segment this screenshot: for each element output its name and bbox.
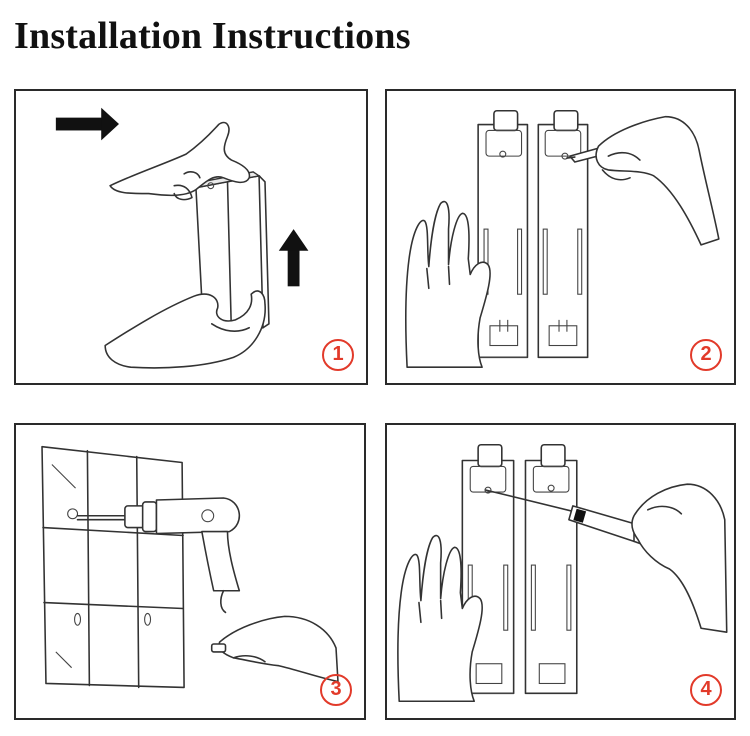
screwdriver-hand (631, 483, 728, 633)
step-4-panel: 4 (385, 423, 736, 720)
right-arrow-icon (55, 107, 119, 141)
anchor-hand (210, 615, 339, 683)
step-3-number-badge: 3 (320, 674, 352, 706)
mounting-plate-right (537, 109, 589, 359)
step-4-number-badge: 4 (690, 674, 722, 706)
wall-anchor-icon (210, 643, 227, 653)
pencil-hand (595, 115, 720, 246)
pressing-hand (397, 534, 483, 703)
step-1-number-badge: 1 (322, 339, 354, 371)
mounting-plate-left (477, 109, 529, 359)
tile-wall (41, 445, 185, 689)
step-2-panel: 2 (385, 89, 736, 385)
step-2-illustration (405, 109, 720, 369)
step-4-illustration (397, 443, 728, 703)
step-2-number-badge: 2 (690, 339, 722, 371)
step-3-illustration (41, 445, 339, 689)
bottom-hand (104, 290, 266, 369)
pressing-hand (405, 200, 491, 369)
drill-icon (76, 497, 241, 614)
mounting-plate-right (524, 443, 578, 695)
step-1-panel: 1 (14, 89, 368, 385)
step-3-panel: 3 (14, 423, 366, 720)
page-title: Installation Instructions (14, 15, 411, 57)
step-1-illustration (55, 107, 309, 369)
up-arrow-icon (278, 229, 309, 287)
